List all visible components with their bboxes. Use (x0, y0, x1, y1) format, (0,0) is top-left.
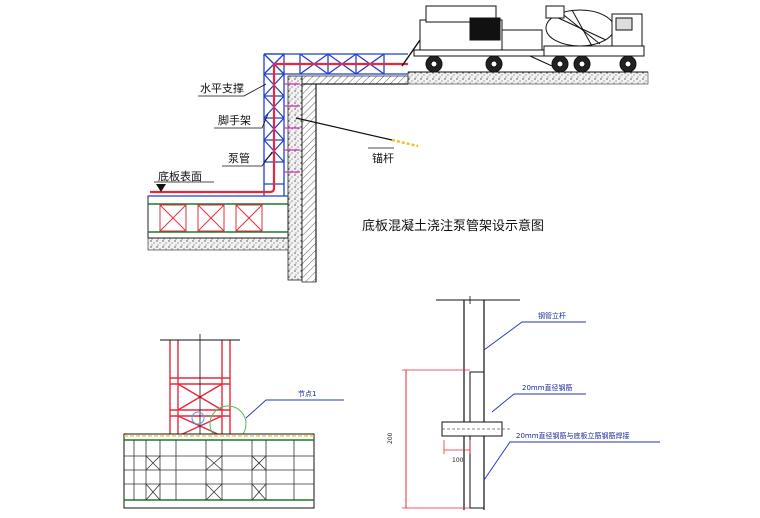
diagram-title: 底板混凝土浇注泵管架设示意图 (362, 218, 544, 234)
ground-gravel-top (407, 71, 649, 85)
slab-x-bracing (159, 204, 263, 232)
label-rebar-20mm: 20mm直径钢筋 (522, 383, 573, 392)
label-anchor-rod: 锚杆 (372, 151, 394, 165)
label-pump-pipe: 泵管 (228, 151, 250, 165)
mixer-truck (543, 5, 645, 73)
main-diagram: 水平支撑 脚手架 泵管 底板表面 锚杆 底板混凝土浇注泵管架设示意图 SDL (147, 5, 649, 283)
sleeve (469, 371, 485, 509)
detail-slab-grid (124, 440, 314, 500)
label-scaffold: 脚手架 (218, 113, 251, 127)
dim-horizontal-label: 100 (452, 457, 464, 464)
label-slab-surface: 底板表面 (158, 169, 202, 183)
label-rebar-welded: 20mm直径钢筋与底板立筋钢筋焊接 (516, 431, 630, 440)
detail-slab (123, 433, 315, 509)
node-circle-small (191, 411, 205, 425)
soil-hatch (301, 75, 409, 283)
pump-pipe (150, 62, 408, 194)
label-node-1: 节点1 (298, 390, 316, 398)
pump-truck-badge: SDL (474, 25, 490, 34)
anchor-rod (295, 117, 393, 141)
detail-right: 200 100 钢管立杆 20mm直径钢筋 20mm直径钢筋与底板立筋钢筋焊接 (387, 296, 660, 510)
pipe-supports (284, 83, 300, 173)
slab-base-gravel (147, 237, 289, 251)
dim-vertical-label: 200 (387, 432, 394, 444)
label-steel-pipe-pole: 钢管立杆 (538, 311, 566, 320)
pump-truck: SDL (401, 5, 553, 73)
detail-left: 节点1 (123, 334, 344, 509)
label-horizontal-brace: 水平支撑 (200, 81, 244, 95)
slab-surface-marker (156, 184, 166, 192)
